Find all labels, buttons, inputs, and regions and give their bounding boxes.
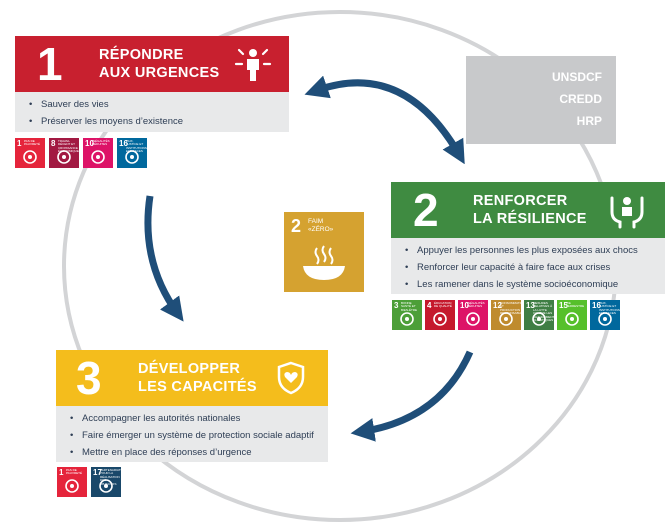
step3-body: Accompagner les autorités nationales Fai… (56, 406, 328, 462)
sdg-goal-icon (532, 312, 546, 326)
arrow-step2-to-step3 (350, 350, 474, 442)
step3-number: 3 (76, 352, 102, 404)
sdg-number: 13 (526, 301, 535, 310)
sdg-goal-icon (400, 312, 414, 326)
sdg-number: 1 (59, 468, 64, 477)
step3-bullet: Accompagner les autorités nationales (56, 410, 328, 427)
sdg-number: 1 (17, 139, 22, 148)
sdg-goal-icon (57, 150, 71, 164)
sdg-goal-icon (99, 479, 113, 493)
step2-bullet: Les ramener dans le système socioéconomi… (391, 276, 665, 293)
sdg-label: INÉGALITÉS RÉDUITES (467, 301, 485, 309)
sdg-label: MESURES RELATIVES À LA LUTTE CONTRE LES … (533, 301, 554, 323)
sdg-number: 16 (592, 301, 601, 310)
sdg-goal-icon (433, 312, 447, 326)
step2-body: Appuyer les personnes les plus exposées … (391, 238, 665, 294)
sdg-label: VIE TERRESTRE (566, 301, 585, 309)
step1-body: Sauver des vies Préserver les moyens d’e… (15, 92, 289, 132)
sdg-number: 10 (460, 301, 469, 310)
sdg-goal-icon (23, 150, 37, 164)
step2-number: 2 (413, 184, 439, 236)
sdg-goal-icon (565, 312, 579, 326)
sdg-label: PAS DE PAUVRETÉ (66, 468, 82, 476)
sdg-number: 15 (559, 301, 568, 310)
sdg-number: 12 (493, 301, 502, 310)
sdg-goal-icon (65, 479, 79, 493)
sdg-number: 4 (427, 301, 432, 310)
step1-bullet: Préserver les moyens d’existence (15, 113, 289, 130)
person-alert-icon (234, 48, 272, 81)
step2-bullet: Renforcer leur capacité à faire face aux… (391, 259, 665, 276)
sdg2-number: 2 (291, 216, 302, 236)
sdg-goal-icon (125, 150, 139, 164)
sdg-goal-icon (499, 312, 513, 326)
step3-bullet: Mettre en place des réponses d’urgence (56, 444, 328, 461)
bowl-icon (303, 245, 345, 280)
step3-bullet: Faire émerger un système de protection s… (56, 427, 328, 444)
sdg-tile-12: 12CONSOMMATION ET PRODUCTION RESPONSABLE… (491, 300, 521, 330)
sdg2-label: FAIM«ZÉRO» (308, 218, 334, 233)
step1-bullet: Sauver des vies (15, 96, 289, 113)
sdg-goal-icon (598, 312, 612, 326)
sdg-label: INÉGALITÉS RÉDUITES (92, 139, 110, 147)
sdg-label: TRAVAIL DÉCENT ET CROISSANCE ÉCONOMIQUE (58, 139, 79, 154)
sdg-label: BONNE SANTÉ ET BIEN-ÊTRE (401, 301, 418, 312)
sdg-number: 10 (85, 139, 94, 148)
sdg-label: PAS DE PAUVRETÉ (24, 139, 40, 147)
sdg-number: 3 (394, 301, 399, 310)
sdg-label: ÉDUCATION DE QUALITÉ (434, 301, 452, 309)
step1-number: 1 (37, 38, 63, 90)
arrow-step1-to-step2 (304, 75, 465, 165)
framework-credd: CREDD (559, 92, 602, 106)
arrow-step1-to-step3 (144, 195, 184, 322)
sdg-goal-icon (466, 312, 480, 326)
frameworks-box: UNSDCF CREDD HRP (466, 56, 616, 144)
sdg-number: 16 (119, 139, 128, 148)
hands-person-icon (610, 196, 644, 229)
step2-bullet: Appuyer les personnes les plus exposées … (391, 242, 665, 259)
sdg-label: CONSOMMATION ET PRODUCTION RESPONSABLES (500, 301, 521, 316)
sdg-goal-icon (91, 150, 105, 164)
sdg-number: 17 (93, 468, 102, 477)
framework-hrp: HRP (576, 114, 602, 128)
sdg2-zero-hunger-tile: 2 FAIM«ZÉRO» (284, 212, 364, 292)
shield-heart-icon (277, 361, 305, 395)
sdg-number: 8 (51, 139, 56, 148)
framework-unsdcf: UNSDCF (552, 70, 602, 84)
